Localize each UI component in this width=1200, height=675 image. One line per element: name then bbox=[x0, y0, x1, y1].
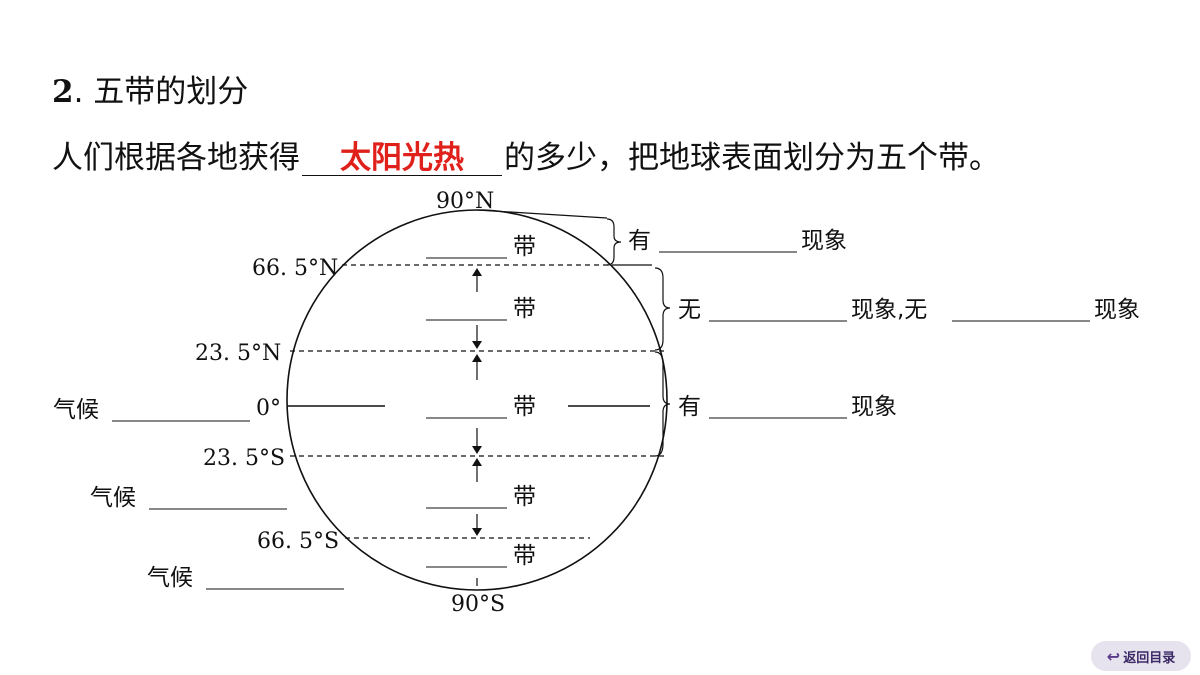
label-23s: 23. 5°S bbox=[203, 446, 285, 471]
brace-tropics bbox=[654, 351, 671, 457]
phenomenon-temperate-suffix: 现象 bbox=[1094, 297, 1140, 323]
label-66n: 66. 5°N bbox=[252, 256, 338, 281]
label-66s: 66. 5°S bbox=[257, 529, 339, 554]
n90-leader-line bbox=[476, 209, 608, 219]
globe-outline bbox=[286, 209, 668, 591]
section-title: . 五带的划分 bbox=[73, 74, 249, 110]
label-23n: 23. 5°N bbox=[195, 341, 281, 366]
answer-blank: 太阳光热 bbox=[302, 141, 502, 176]
section-number: 2 bbox=[52, 74, 74, 110]
label-90s: 90°S bbox=[451, 592, 505, 617]
zone-suffix-south-temperate: 带 bbox=[513, 484, 536, 510]
back-to-contents-button[interactable]: ↩返回目录 bbox=[1091, 641, 1191, 671]
phenomenon-polar-prefix: 有 bbox=[628, 228, 651, 254]
phenomenon-temperate-middle: 现象,无 bbox=[851, 297, 927, 323]
sentence-before: 人们根据各地获得 bbox=[52, 140, 300, 176]
return-arrow-icon: ↩ bbox=[1106, 646, 1121, 666]
zone-suffix-north-frigid: 带 bbox=[513, 234, 536, 260]
phenomenon-temperate-prefix: 无 bbox=[678, 297, 701, 323]
fill-in-sentence: 人们根据各地获得 太阳光热 的多少，把地球表面划分为五个带。 bbox=[52, 136, 1000, 180]
climate-label-frigid: 气候 bbox=[147, 565, 193, 591]
climate-label-tropics: 气候 bbox=[53, 397, 99, 423]
zone-suffix-north-temperate: 带 bbox=[513, 296, 536, 322]
sentence-after: 的多少，把地球表面划分为五个带。 bbox=[504, 140, 1000, 176]
section-heading: 2. 五带的划分 bbox=[52, 72, 248, 112]
climate-label-temperate: 气候 bbox=[90, 485, 136, 511]
back-button-label: 返回目录 bbox=[1123, 650, 1176, 666]
zone-suffix-tropics: 带 bbox=[513, 394, 536, 420]
brace-north-temperate bbox=[654, 267, 671, 351]
answer-text: 太阳光热 bbox=[340, 140, 464, 176]
phenomenon-polar-suffix: 现象 bbox=[801, 228, 847, 254]
label-equator: 0° bbox=[256, 396, 281, 421]
brace-north-frigid bbox=[606, 218, 622, 266]
label-90n: 90°N bbox=[436, 189, 494, 214]
zone-suffix-south-frigid: 带 bbox=[513, 543, 536, 569]
phenomenon-tropic-suffix: 现象 bbox=[851, 394, 897, 420]
phenomenon-tropic-prefix: 有 bbox=[678, 394, 701, 420]
